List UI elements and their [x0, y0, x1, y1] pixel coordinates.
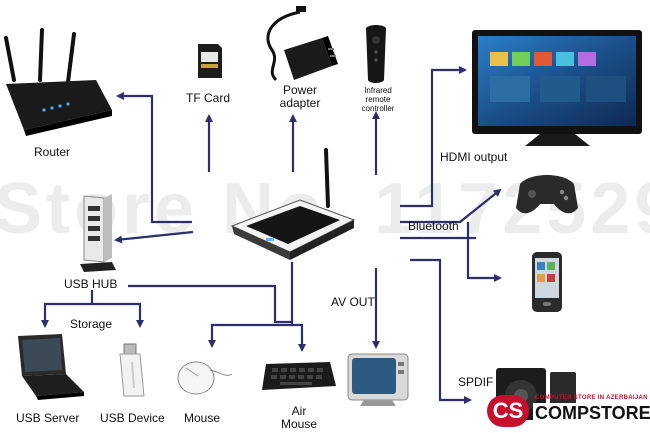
connector-lines [41, 66, 502, 404]
ir-remote-label-line2: remote [365, 95, 391, 104]
ir-remote-label: Infrared remote controller [362, 86, 395, 113]
logo-badge: CS [487, 395, 529, 427]
logo-name: COMPSTORE [533, 403, 650, 424]
tv-box-icon [230, 148, 356, 260]
bluetooth-label: Bluetooth [408, 219, 459, 233]
air-mouse-label: Air Mouse [281, 405, 317, 431]
router-icon [4, 28, 112, 136]
usb-hub-label: USB HUB [64, 277, 118, 291]
air-mouse-keyboard-icon [262, 362, 336, 390]
ir-remote-label-line3: controller [361, 104, 395, 113]
game-controller-icon [516, 175, 578, 214]
arrow-router [116, 92, 192, 224]
air-mouse-label-line1: Air [291, 404, 307, 418]
spdif-label: SPDIF [458, 375, 494, 389]
router-label: Router [34, 145, 71, 159]
crt-tv-icon [347, 353, 409, 406]
compstore-logo: CS COMPUTER STORE IN AZERBAIJAN COMPSTOR… [483, 393, 650, 429]
usb-stick-icon [119, 343, 145, 397]
tf-card-icon [198, 44, 222, 78]
usb-hub-bus [128, 284, 292, 324]
arrow-usb-hub [114, 230, 194, 244]
arrow-bluetooth-phone [466, 222, 502, 282]
arrow-hdmi [400, 66, 467, 208]
power-adapter-icon [266, 6, 338, 82]
usb-device-label: USB Device [100, 411, 165, 425]
laptop-icon [18, 334, 84, 400]
mouse-icon [177, 361, 233, 395]
hdmi-output-label: HDMI output [440, 150, 508, 164]
arrow-storage-left [41, 290, 94, 328]
storage-label: Storage [70, 317, 113, 331]
usb-server-label: USB Server [16, 411, 80, 425]
ir-remote-icon [366, 25, 386, 83]
arrow-air-mouse [292, 323, 306, 352]
tf-card-label: TF Card [186, 91, 231, 105]
usb-hub-icon [80, 194, 116, 272]
arrow-spdif [410, 258, 472, 404]
tv-icon [472, 30, 642, 146]
power-adapter-label-line1: Power [282, 83, 318, 97]
arrow-bluetooth-controller [400, 188, 502, 224]
power-adapter-label-line2: adapter [279, 96, 321, 110]
logo-tagline: COMPUTER STORE IN AZERBAIJAN [535, 395, 648, 401]
air-mouse-label-line2: Mouse [280, 417, 318, 431]
smartphone-icon [532, 252, 562, 312]
arrow-mouse [208, 262, 294, 348]
arrow-storage-right [92, 302, 144, 328]
ir-remote-label-line1: Infrared [364, 86, 392, 95]
av-out-label: AV OUT [331, 295, 375, 309]
power-adapter-label: Power adapter [280, 84, 321, 110]
mouse-label: Mouse [184, 411, 221, 425]
